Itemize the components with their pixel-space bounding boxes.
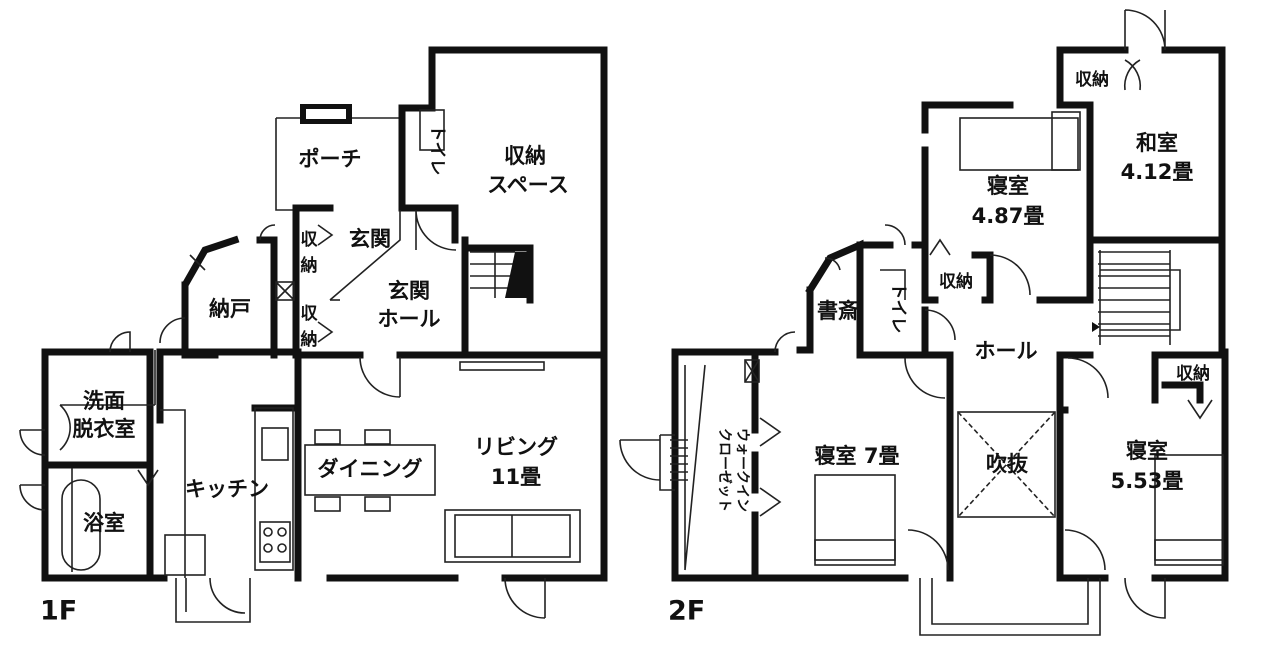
label-storage-space-2: スペース <box>487 173 568 197</box>
floor-1-plan: ポーチ トイレ 収納 スペース 玄関 玄関 ホール 収 納 収 納 納戸 洗面 … <box>19 46 608 627</box>
label-dining: ダイニング <box>318 457 423 481</box>
label-bedroom-3-2: 5.53畳 <box>1111 469 1184 493</box>
dining-table <box>304 444 436 496</box>
stairs-1f <box>470 251 528 298</box>
label-closet-b-1: 収 <box>301 304 319 324</box>
label-study: 書斎 <box>817 299 859 323</box>
bed-bedroom-2 <box>814 474 896 566</box>
label-closet-a-2: 納 <box>301 255 318 276</box>
label-closet-a-1: 収 <box>301 230 319 250</box>
void-frame <box>957 411 1056 518</box>
label-washitsu-1: 和室 <box>1136 131 1178 155</box>
label-toilet-1f: トイレ <box>427 125 447 176</box>
label-bedroom-1-2: 4.87畳 <box>972 204 1045 228</box>
label-bedroom-3-1: 寝室 <box>1126 439 1168 463</box>
label-kitchen: キッチン <box>185 477 269 501</box>
label-entrance-hall-1: 玄関 <box>388 279 430 303</box>
label-washitsu-2: 4.12畳 <box>1121 160 1194 184</box>
bed-bedroom-1 <box>959 117 1079 171</box>
label-nando: 納戸 <box>209 297 251 321</box>
label-washroom-2: 脱衣室 <box>73 417 136 441</box>
label-walk-in-2: クローゼット <box>716 428 733 512</box>
label-washroom-1: 洗面 <box>83 389 125 413</box>
label-hall: ホール <box>975 339 1038 363</box>
floor-label-2f: 2F <box>668 596 705 627</box>
toilet-fixture-1f <box>419 109 445 151</box>
label-entrance: 玄関 <box>349 227 391 251</box>
label-living-2: 11畳 <box>491 465 541 489</box>
kitchen-counter <box>254 407 294 571</box>
label-bedroom-1-1: 寝室 <box>987 174 1029 198</box>
label-closet-b-2: 納 <box>301 329 318 350</box>
label-storage-space-1: 収納 <box>504 144 546 168</box>
label-living-1: リビング <box>474 435 558 459</box>
label-entrance-hall-2: ホール <box>378 307 441 331</box>
sink-icon <box>261 427 289 461</box>
label-closet-top: 収納 <box>1075 69 1109 90</box>
label-closet-mid: 収納 <box>939 271 973 292</box>
label-walk-in-1: ウォークイン <box>734 428 750 512</box>
label-bathroom: 浴室 <box>83 511 125 535</box>
floor-1-outer-wall <box>41 46 608 582</box>
label-void: 吹抜 <box>986 452 1029 476</box>
bathtub <box>61 479 101 571</box>
floor-label-1f: 1F <box>40 596 77 627</box>
label-closet-right: 収納 <box>1176 363 1210 384</box>
label-toilet-2f: トイレ <box>888 283 908 334</box>
label-bedroom-2: 寝室 7畳 <box>815 444 900 468</box>
sofa <box>444 509 581 563</box>
stairs-2f <box>1092 250 1181 345</box>
bed-bedroom-3 <box>1154 454 1224 566</box>
stove-icon <box>259 521 291 563</box>
label-porch: ポーチ <box>299 147 362 171</box>
floor-2-plan: 収納 和室 4.12畳 寝室 4.87畳 収納 書斎 トイレ ホール 収納 ウォ… <box>619 9 1229 636</box>
